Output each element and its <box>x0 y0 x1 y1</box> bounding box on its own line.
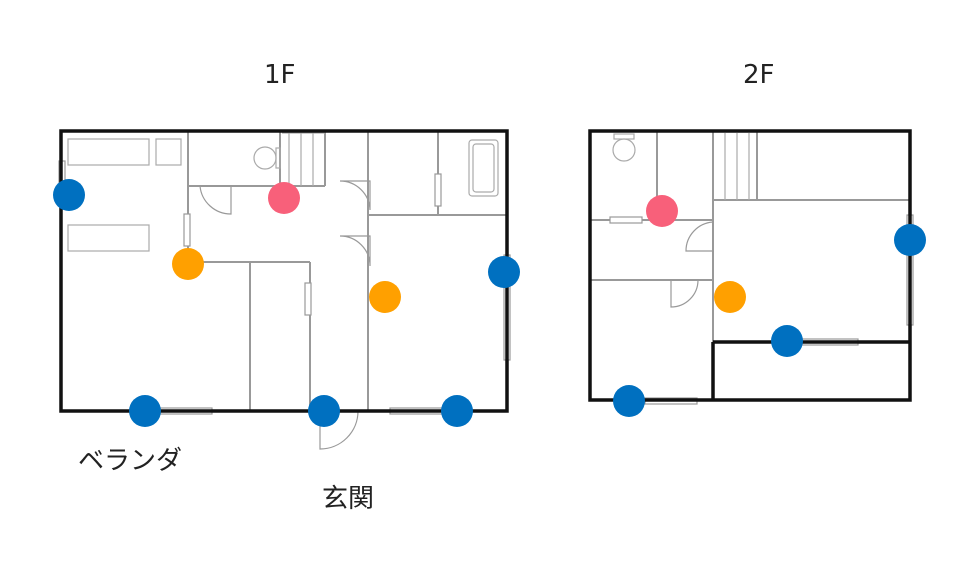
fixtures-1f <box>67 132 499 252</box>
stairs-2f <box>724 133 750 200</box>
marker-1f-orange-left <box>172 248 204 280</box>
markers-layer <box>53 179 926 427</box>
door-1f-toilet <box>199 185 232 215</box>
toilet-icon <box>253 146 277 170</box>
floor-label-2f: 2F <box>743 60 775 90</box>
marker-1f-blue-bottom-center <box>308 395 340 427</box>
marker-2f-pink <box>646 195 678 227</box>
toilet-icon-2f <box>612 138 636 162</box>
interior-walls-1f <box>187 131 507 411</box>
fixtures-2f <box>612 133 750 200</box>
floor-plan-2f <box>588 129 914 405</box>
kitchen-cabinet <box>155 138 182 166</box>
marker-1f-pink <box>268 182 300 214</box>
door-2f-lower <box>670 279 699 308</box>
interior-walls-2f <box>591 131 910 400</box>
marker-1f-blue-bottom-right <box>441 395 473 427</box>
marker-1f-blue-left <box>53 179 85 211</box>
outer-wall-2f <box>588 129 912 402</box>
doors-2f <box>670 221 714 308</box>
kitchen-counter <box>67 138 150 166</box>
kitchen-island <box>67 224 150 252</box>
marker-2f-orange <box>714 281 746 313</box>
door-1f-hall-upper <box>339 180 371 211</box>
windows-2f <box>609 214 914 405</box>
outer-wall-1f <box>59 129 509 413</box>
door-1f-hall-lower <box>339 235 371 267</box>
marker-2f-blue-right <box>894 224 926 256</box>
marker-2f-blue-bottom-left <box>613 385 645 417</box>
floor-plan-1f <box>58 129 511 450</box>
marker-1f-blue-bottom-left <box>129 395 161 427</box>
veranda-label: ベランダ <box>78 446 183 476</box>
bathtub-icon <box>468 139 499 197</box>
doors-1f <box>199 180 371 450</box>
entrance-label: 玄関 <box>322 484 375 514</box>
marker-1f-blue-right <box>488 256 520 288</box>
marker-2f-blue-center <box>771 325 803 357</box>
floor-label-1f: 1F <box>264 60 296 90</box>
door-1f-entrance <box>319 410 359 450</box>
stairs-1f <box>282 132 325 186</box>
marker-1f-orange-right <box>369 281 401 313</box>
door-2f-upper <box>685 221 714 252</box>
